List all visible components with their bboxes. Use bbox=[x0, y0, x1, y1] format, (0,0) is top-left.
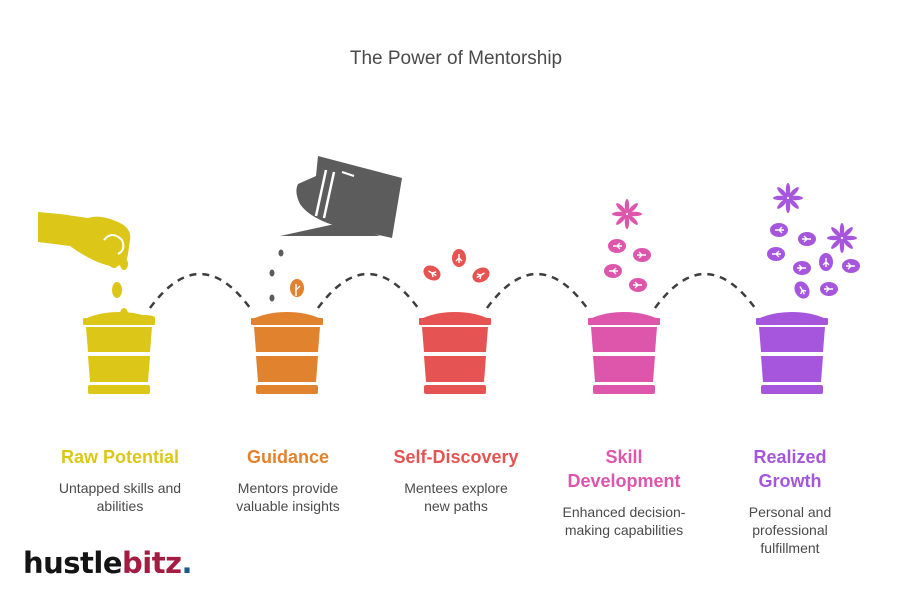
logo-dot: . bbox=[181, 546, 193, 580]
full-bloom-icon bbox=[756, 183, 861, 394]
step-label: Realized Growth bbox=[753, 447, 827, 491]
connector-arcs bbox=[148, 272, 757, 309]
step-self-discovery: Self-Discovery Mentees explore new paths bbox=[371, 445, 541, 515]
step-label: Self-Discovery bbox=[393, 447, 519, 467]
step-description: Personal and professional fulfillment bbox=[748, 504, 832, 556]
step-guidance: Guidance Mentors provide valuable insigh… bbox=[203, 445, 373, 515]
step-description: Untapped skills and abilities bbox=[58, 480, 182, 514]
step-realized-growth: Realized Growth Personal and professiona… bbox=[705, 445, 875, 557]
step-description: Mentees explore new paths bbox=[404, 480, 508, 514]
hustlebitz-logo: hustlebitz. bbox=[23, 546, 192, 580]
logo-part-hustle: hustle bbox=[23, 546, 123, 580]
arc-2-3 bbox=[316, 272, 420, 309]
step-description: Mentors provide valuable insights bbox=[236, 480, 340, 514]
arc-3-4 bbox=[485, 272, 589, 309]
arc-1-2 bbox=[148, 272, 252, 309]
step-description: Enhanced decision-making capabilities bbox=[562, 504, 686, 538]
arc-4-5 bbox=[653, 272, 757, 309]
logo-part-bitz: bitz bbox=[122, 546, 182, 580]
sprout-icon bbox=[251, 279, 323, 394]
diagram-title: The Power of Mentorship bbox=[349, 48, 563, 69]
leaves-and-flower-icon bbox=[588, 199, 660, 394]
step-raw-potential: Raw Potential Untapped skills and abilit… bbox=[35, 445, 205, 515]
sprouting-leaves-icon bbox=[419, 248, 493, 394]
step-label: Raw Potential bbox=[60, 447, 180, 467]
watering-can-icon bbox=[269, 156, 402, 302]
step-label: Guidance bbox=[246, 447, 330, 467]
step-label: Skill Development bbox=[567, 447, 681, 491]
hand-dropping-seeds-icon bbox=[38, 212, 155, 394]
step-skill-development: Skill Development Enhanced decision-maki… bbox=[539, 445, 709, 539]
